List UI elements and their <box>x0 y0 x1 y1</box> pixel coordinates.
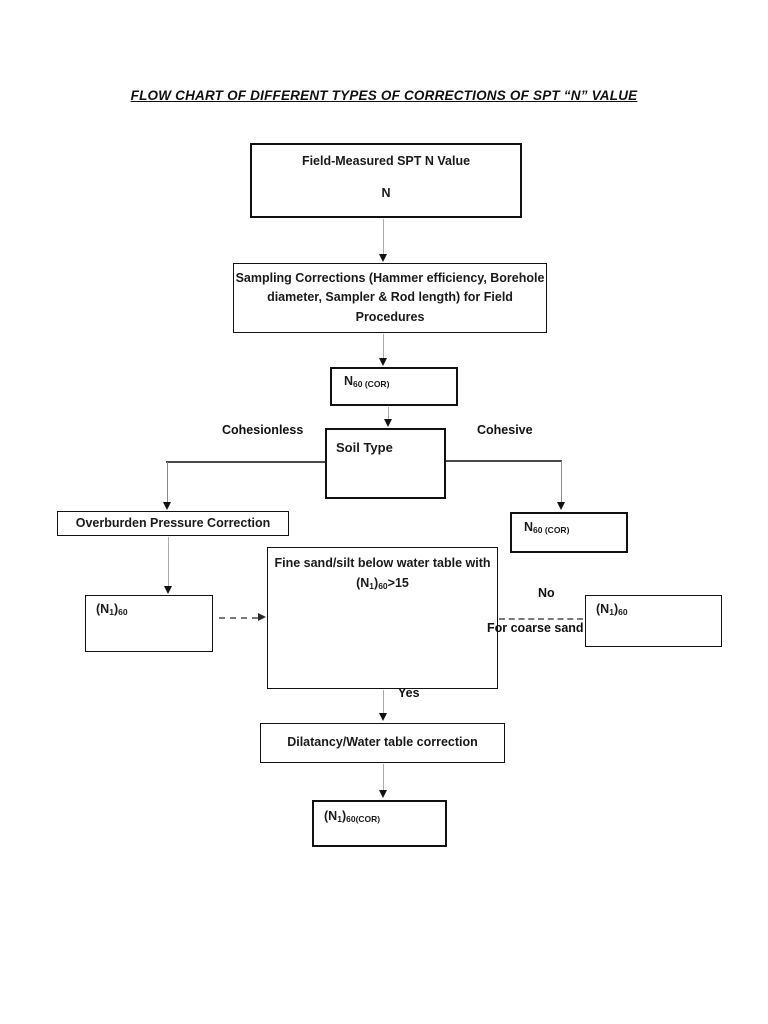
arrowhead-into-n60-right <box>557 502 565 510</box>
dashed-connector-n160-to-finesand <box>219 617 258 619</box>
connector-field-to-sampling <box>383 219 384 255</box>
dashed-connector-finesand-to-n160-right <box>499 618 583 620</box>
flow-box-n160-right: (N1)60 <box>585 595 722 647</box>
n160-left-formula: (N1)60 <box>96 602 128 617</box>
flow-box-n60-cor-right: N60 (COR) <box>510 512 628 553</box>
arrowhead-into-overburden <box>163 502 171 510</box>
branch-label-cohesive: Cohesive <box>477 423 533 437</box>
flow-box-sampling-corrections: Sampling Corrections (Hammer efficiency,… <box>233 263 547 333</box>
flow-box-dilatancy: Dilatancy/Water table correction <box>260 723 505 763</box>
arrowhead-into-finesand <box>258 613 266 621</box>
branch-label-cohesionless: Cohesionless <box>222 423 304 437</box>
flow-box-field-measured-line1: Field-Measured SPT N Value <box>301 154 471 168</box>
arrowhead-into-dilatancy <box>379 713 387 721</box>
branch-label-no: No <box>538 586 555 600</box>
flow-box-overburden: Overburden Pressure Correction <box>57 511 289 536</box>
n60-cor-top-formula: N60 (COR) <box>344 374 390 389</box>
branch-line-right-vertical <box>561 461 562 503</box>
flow-box-soil-type: Soil Type <box>325 428 446 499</box>
flow-box-n60-cor-top: N60 (COR) <box>330 367 458 406</box>
arrowhead-into-final <box>379 790 387 798</box>
flow-box-n160-left: (N1)60 <box>85 595 213 652</box>
arrowhead-into-sampling <box>379 254 387 262</box>
flow-box-sampling-line1: Sampling Corrections (Hammer efficiency,… <box>235 271 545 285</box>
soil-type-label: Soil Type <box>336 440 393 455</box>
fine-sand-line1: Fine sand/silt below water table with <box>274 556 491 570</box>
connector-finesand-to-dilatancy <box>383 690 384 714</box>
connector-n60-to-soiltype <box>388 407 389 420</box>
connector-dilatancy-to-final <box>383 764 384 791</box>
flow-box-sampling-line3: Procedures <box>355 309 425 324</box>
fine-sand-formula: (N1)60>15 <box>356 576 409 592</box>
branch-line-right-horizontal <box>446 460 562 462</box>
n160-right-formula: (N1)60 <box>596 602 628 617</box>
branch-label-yes: Yes <box>398 686 420 700</box>
connector-sampling-to-n60 <box>383 334 384 359</box>
connector-overburden-to-n160 <box>168 537 169 587</box>
n60-cor-right-formula: N60 (COR) <box>524 520 570 535</box>
flow-box-field-measured: Field-Measured SPT N Value N <box>250 143 522 218</box>
flow-box-fine-sand-decision: Fine sand/silt below water table with (N… <box>267 547 498 689</box>
branch-line-left-horizontal <box>166 461 325 463</box>
flow-box-n160-cor-final: (N1)60(COR) <box>312 800 447 847</box>
page-title: FLOW CHART OF DIFFERENT TYPES OF CORRECT… <box>130 88 638 103</box>
arrowhead-into-soiltype <box>384 419 392 427</box>
branch-line-left-vertical <box>167 462 168 503</box>
dilatancy-label: Dilatancy/Water table correction <box>287 735 478 749</box>
overburden-label: Overburden Pressure Correction <box>75 516 271 530</box>
flow-box-sampling-line2: diameter, Sampler & Rod length) for Fiel… <box>267 290 513 305</box>
arrowhead-into-n60 <box>379 358 387 366</box>
arrowhead-into-n160-left <box>164 586 172 594</box>
n160-cor-final-formula: (N1)60(COR) <box>324 809 381 824</box>
branch-label-for-coarse-sand: For coarse sand <box>487 621 584 635</box>
flow-box-field-measured-line2: N <box>381 186 391 201</box>
